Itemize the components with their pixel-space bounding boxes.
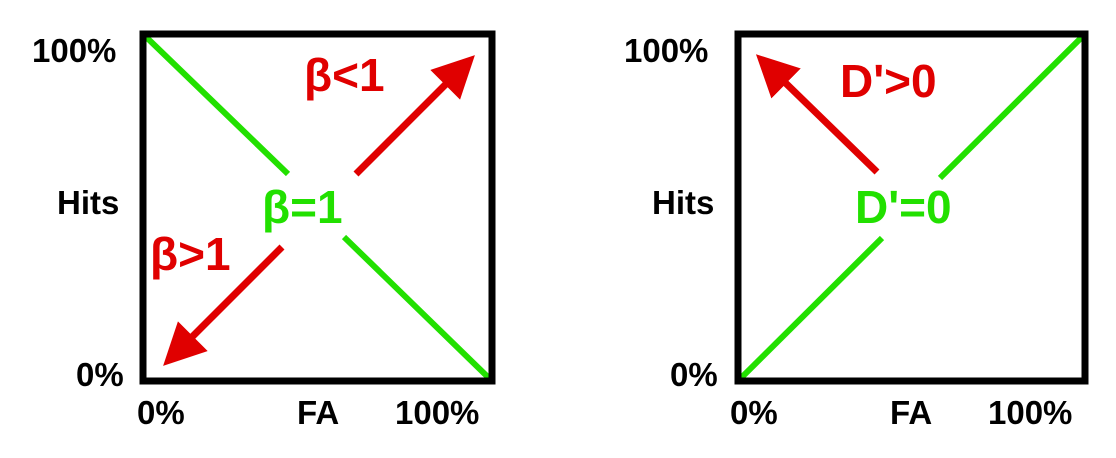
left-plot-frame [139, 30, 496, 385]
right-plot-frame [734, 30, 1089, 385]
right-center-label: D'=0 [855, 181, 952, 233]
right-panel [734, 30, 1089, 385]
right-x-left-label: 0% [730, 394, 778, 431]
left-y-axis-title: Hits [57, 184, 120, 221]
right-green-line-lower [735, 235, 885, 384]
right-y-axis-title: Hits [652, 184, 715, 221]
right-y-top-label: 100% [624, 32, 709, 69]
right-arrow-up-left [755, 54, 880, 175]
left-green-line-lower [341, 234, 495, 384]
left-arrow-down-label: β>1 [150, 228, 231, 280]
right-y-bottom-label: 0% [670, 356, 718, 393]
left-panel [139, 30, 496, 385]
left-center-label: β=1 [262, 181, 343, 233]
left-arrow-down [163, 244, 285, 366]
left-x-right-label: 100% [395, 394, 480, 431]
right-arrow-label: D'>0 [840, 55, 937, 107]
left-arrow-up [353, 55, 475, 177]
right-x-axis-title: FA [890, 394, 933, 431]
left-y-bottom-label: 0% [76, 356, 124, 393]
left-x-left-label: 0% [137, 394, 185, 431]
left-y-top-label: 100% [32, 32, 117, 69]
left-green-line-upper [140, 31, 291, 177]
left-x-axis-title: FA [297, 394, 340, 431]
right-green-line-upper [937, 31, 1088, 181]
left-arrow-up-label: β<1 [304, 49, 385, 101]
right-x-right-label: 100% [988, 394, 1073, 431]
